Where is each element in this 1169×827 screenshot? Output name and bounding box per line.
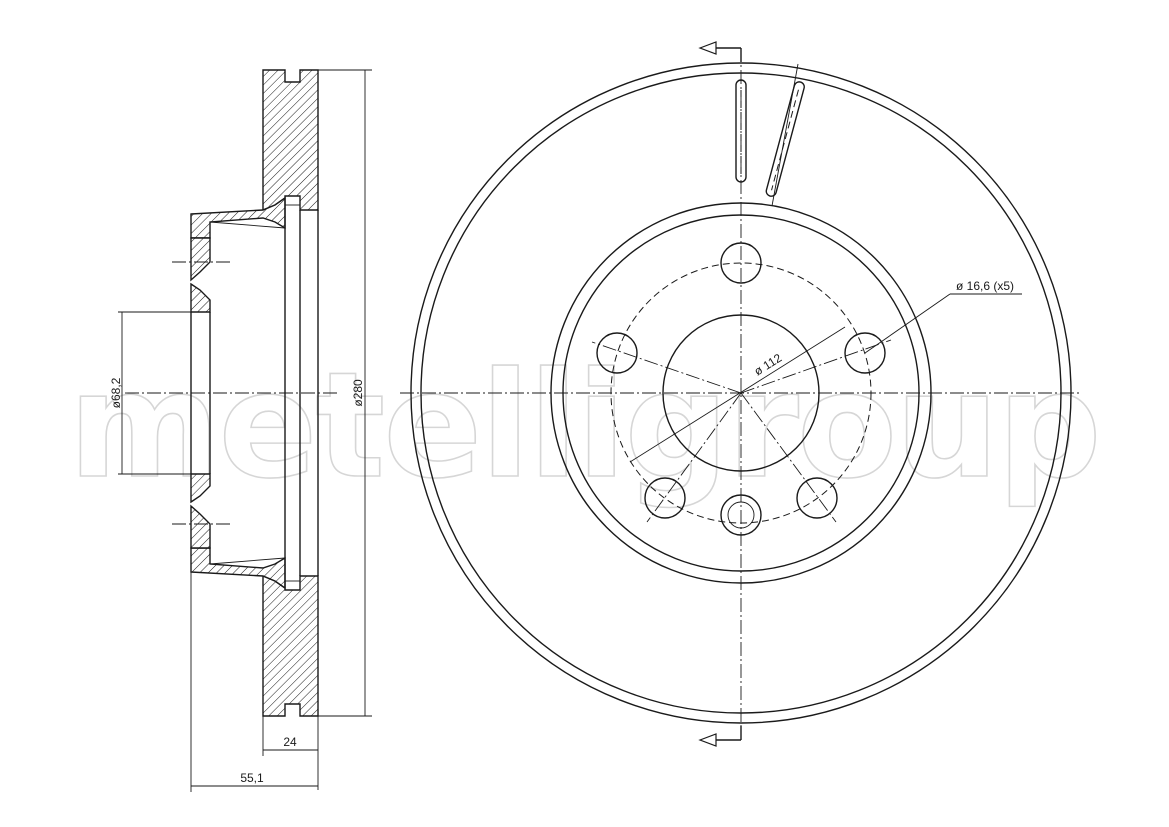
hat-wall-bottom bbox=[190, 504, 211, 549]
section-marker-top bbox=[698, 41, 742, 62]
hub-step-bottom bbox=[190, 473, 211, 504]
overall-height-dimension: 55,1 bbox=[240, 771, 264, 785]
outer-diameter-dimension: ø280 bbox=[351, 379, 365, 407]
hub-step-top bbox=[190, 282, 211, 313]
front-view: ø 112 ø 16,6 (x5) bbox=[400, 41, 1082, 747]
side-section-view: ø68,2 ø280 24 55,1 bbox=[109, 69, 372, 792]
section-marker-bottom bbox=[698, 726, 742, 747]
vent-slot-detail bbox=[735, 63, 805, 207]
bolt-hole bbox=[844, 332, 886, 374]
watermark: metelligroup bbox=[68, 341, 1099, 511]
bolt-hole bbox=[596, 332, 638, 374]
outer-plate-top bbox=[262, 69, 319, 212]
hat-wall-top bbox=[190, 237, 211, 282]
bolt-hole-dimension: ø 16,6 (x5) bbox=[956, 279, 1014, 293]
hub-bore-dimension: ø68,2 bbox=[109, 377, 123, 408]
outer-plate-bottom bbox=[262, 574, 319, 717]
bolt-hole bbox=[644, 477, 686, 519]
thickness-dimension: 24 bbox=[283, 735, 297, 749]
bolt-hole bbox=[796, 477, 838, 519]
